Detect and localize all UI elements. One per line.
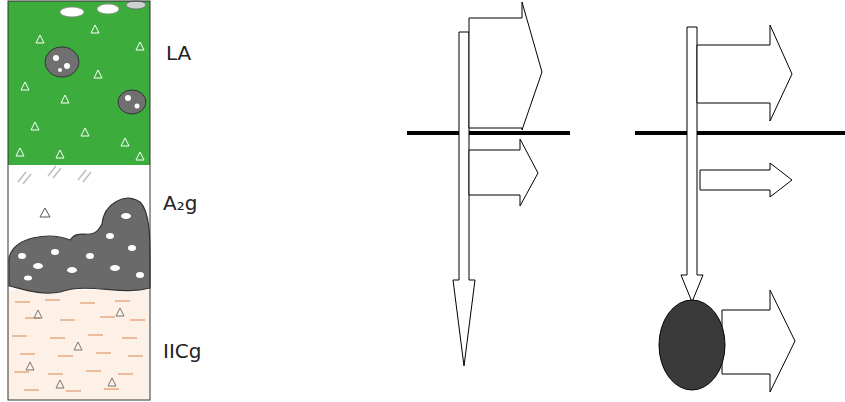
sediment-dash — [88, 334, 103, 335]
sediment-dash — [86, 370, 101, 371]
inclusion — [18, 253, 26, 259]
stone-triangle — [61, 95, 69, 103]
hatch-mark — [48, 166, 56, 176]
stone-triangle — [56, 380, 64, 388]
hatch-mark — [53, 168, 61, 178]
stone-triangle — [26, 362, 34, 370]
lateral-flow-arrow — [469, 139, 538, 206]
sediment-dash — [58, 355, 73, 356]
inclusion — [53, 55, 59, 61]
horizon-label: LA — [166, 42, 191, 64]
stone-triangle — [116, 308, 124, 316]
sediment-dash — [66, 390, 81, 391]
horizon-label: IICg — [163, 340, 201, 362]
inclusion — [135, 104, 140, 109]
inclusion — [64, 63, 70, 69]
sediment-dash — [130, 319, 145, 320]
stone-triangle — [36, 35, 44, 43]
concretion-cluster — [9, 198, 150, 293]
inclusion — [121, 213, 131, 219]
stone — [97, 4, 119, 14]
inclusion — [33, 263, 43, 269]
hatch-mark — [78, 170, 86, 180]
sediment-dash — [14, 371, 29, 372]
sediment-dash — [50, 337, 65, 338]
stone-triangle — [136, 42, 144, 50]
concretion — [118, 90, 146, 114]
sediment-dash — [60, 319, 75, 320]
stone — [126, 1, 146, 9]
sediment-dash — [80, 302, 95, 303]
stone — [60, 7, 84, 17]
sediment-dash — [122, 337, 137, 338]
horizon-label: A₂g — [163, 192, 197, 214]
hatch-mark — [83, 172, 91, 182]
concretion-nodule — [659, 300, 725, 390]
inclusion — [136, 272, 144, 278]
profile-border — [8, 1, 150, 400]
inclusion — [51, 249, 59, 255]
stone-triangle — [81, 128, 89, 136]
sediment-dash — [24, 389, 39, 390]
lateral-flow-arrow — [722, 290, 795, 392]
sediment-dash — [45, 299, 60, 300]
sediment-dash — [115, 300, 130, 301]
stone-triangle — [21, 82, 29, 90]
inclusion — [125, 95, 131, 101]
iicg-horizon — [8, 290, 150, 400]
inclusion — [67, 267, 77, 273]
stone-triangle — [108, 378, 116, 386]
stone-triangle — [56, 150, 64, 158]
concretion — [45, 47, 79, 77]
stone-triangle — [34, 310, 42, 318]
horizon-boundary-line — [635, 131, 845, 135]
la-horizon — [8, 1, 150, 165]
inclusion — [128, 245, 136, 251]
sediment-dash — [128, 355, 143, 356]
sediment-dash — [12, 335, 27, 336]
lateral-flow-arrow — [469, 2, 542, 130]
stone-triangle — [74, 342, 82, 350]
sediment-dash — [15, 301, 30, 302]
stone-triangle — [16, 148, 24, 156]
inclusion — [106, 233, 114, 239]
horizon-boundary-line — [407, 131, 570, 135]
stone-triangle — [121, 138, 129, 146]
lateral-flow-arrow — [697, 25, 792, 121]
stone-triangle — [40, 208, 50, 217]
stone-triangle — [136, 152, 144, 160]
stone-triangle — [94, 70, 102, 78]
stone-triangle — [91, 25, 99, 33]
inclusion — [86, 253, 94, 259]
sediment-dash — [100, 316, 115, 317]
lateral-flow-arrow — [700, 163, 792, 197]
sediment-dash — [104, 388, 119, 389]
hatch-mark — [23, 174, 31, 184]
inclusion — [110, 265, 120, 271]
hatch-mark — [18, 172, 26, 182]
sediment-dash — [96, 352, 111, 353]
stone-triangle — [31, 122, 39, 130]
sediment-dash — [48, 373, 63, 374]
sediment-dash — [118, 373, 133, 374]
inclusion — [24, 276, 32, 281]
inclusion — [58, 68, 62, 72]
sediment-dash — [20, 353, 35, 354]
